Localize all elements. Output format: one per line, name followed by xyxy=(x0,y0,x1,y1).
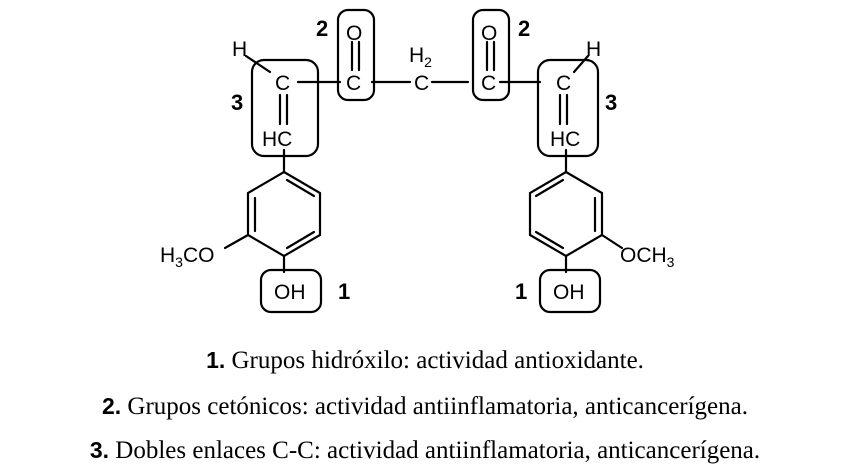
group-number-keto-right: 2 xyxy=(518,16,530,41)
box-hydroxyl-right xyxy=(538,268,602,314)
atom-labels: H C HC O C H2 C O C C H HC H3CO OCH3 OH … xyxy=(160,22,675,304)
box-double-bond-right xyxy=(536,58,600,158)
atom-h2: H2 xyxy=(409,44,432,70)
atom-hc-right: HC xyxy=(550,128,580,151)
functional-group-boxes xyxy=(250,8,602,314)
atom-h3co: H3CO xyxy=(160,244,214,270)
group-number-hydroxyl-left: 1 xyxy=(338,279,350,304)
atom-c-keto-right: C xyxy=(481,72,496,95)
group-number-double-right: 3 xyxy=(605,90,617,115)
atom-oh-right: OH xyxy=(553,281,585,304)
group-number-labels: 2 2 3 3 1 1 xyxy=(231,16,617,304)
box-hydroxyl-left xyxy=(259,268,323,314)
carbon-chain-bonds xyxy=(244,40,590,174)
group-number-keto-left: 2 xyxy=(316,16,328,41)
box-double-bond-left xyxy=(250,58,320,158)
atom-c-center: C xyxy=(414,72,429,95)
atom-oh-left: OH xyxy=(274,281,306,304)
legend: 1. Grupos hidróxilo: actividad antioxida… xyxy=(90,347,760,464)
box-keto-right xyxy=(471,8,511,102)
atom-c-keto-left: C xyxy=(346,72,361,95)
atom-c-left: C xyxy=(275,72,290,95)
atom-och3: OCH3 xyxy=(620,244,675,270)
atom-hc-left: HC xyxy=(262,128,292,151)
group-number-double-left: 3 xyxy=(231,90,243,115)
legend-item-2: 2. Grupos cetónicos: actividad antiinfla… xyxy=(102,393,748,420)
atom-h-right: H xyxy=(586,38,601,61)
atom-h-left: H xyxy=(232,38,247,61)
atom-c-right: C xyxy=(556,72,571,95)
legend-item-3: 3. Dobles enlaces C-C: actividad antiinf… xyxy=(90,437,760,464)
atom-o-left: O xyxy=(346,22,362,45)
benzene-ring-right xyxy=(528,170,624,274)
group-number-hydroxyl-right: 1 xyxy=(515,279,527,304)
benzene-ring-left xyxy=(223,170,322,274)
legend-item-1: 1. Grupos hidróxilo: actividad antioxida… xyxy=(206,347,644,374)
box-keto-left xyxy=(336,8,376,102)
atom-o-right: O xyxy=(481,22,497,45)
